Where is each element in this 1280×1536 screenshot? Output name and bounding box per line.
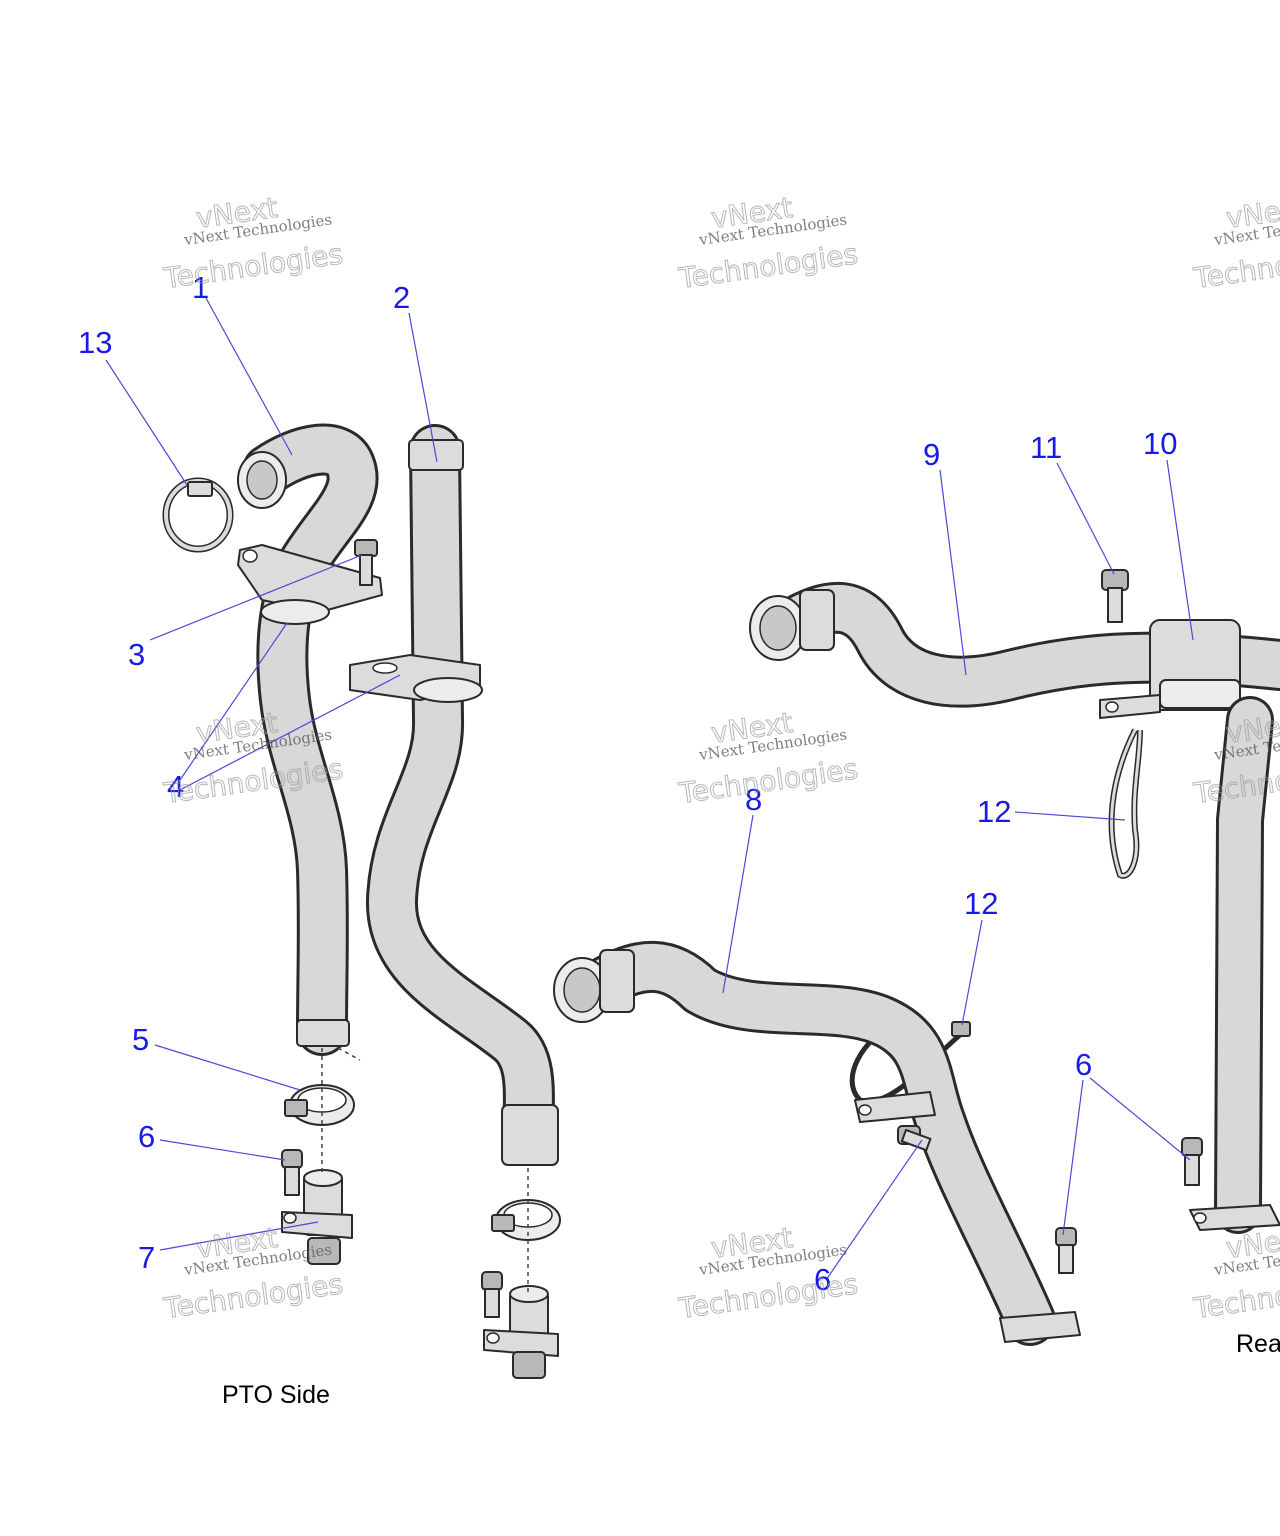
callout-5: 5 [132,1022,149,1057]
callout-7: 7 [138,1240,155,1275]
callout-11: 11 [1030,430,1062,465]
cable-tie-part-12a [1108,728,1143,879]
callout-3: 3 [128,637,145,672]
bolt-part-3 [354,539,378,586]
callout-1: 1 [192,270,209,305]
callout-13: 13 [78,325,112,360]
watermark-5: vNext vNext Technologies Technologies [676,705,861,810]
hose-part-right-vertical [1189,696,1280,1234]
callout-6c: 6 [814,1262,831,1297]
bolt-part-6b [481,1271,503,1318]
bolt-part-11 [1101,569,1129,623]
fitting-part-7b [483,1285,559,1379]
watermark-3: vNext vNext Technologies Technologies [1191,190,1280,295]
bolt-part-6a [281,1149,303,1196]
callout-2: 2 [393,280,410,315]
bolt-part-6d [1055,1227,1077,1274]
bolt-part-6c [897,1125,932,1152]
callout-4: 4 [167,769,184,804]
view-label-rear: Rea [1236,1330,1280,1358]
callout-12a: 12 [977,794,1011,829]
fitting-part-7 [281,1169,353,1265]
clamp-part-5 [284,1084,355,1126]
bracket-part-4-upper [237,544,383,625]
watermark-7: vNext vNext Technologies Technologies [161,1220,346,1325]
housing-part-10 [1099,619,1241,719]
hose-part-1 [237,423,379,1056]
bolt-part-6e [1181,1137,1203,1186]
leader-lines [105,297,1194,1281]
hose-part-2 [366,424,559,1166]
hose-part-9 [749,581,1280,708]
callout-9: 9 [923,437,940,472]
clamp-part-13 [162,477,234,553]
callout-6a: 6 [138,1119,155,1154]
callout-10: 10 [1143,426,1177,461]
watermark-1: vNext vNext Technologies Technologies [161,190,346,295]
watermark-2: vNext vNext Technologies Technologies [676,190,861,295]
hose-part-8 [553,940,1081,1346]
callouts: 1 2 3 4 5 6 6 6 7 8 9 10 11 12 12 13 [78,270,1177,1297]
callout-12b: 12 [964,886,998,921]
view-label-pto-side: PTO Side [222,1381,330,1409]
clamp-part-5b [491,1199,561,1241]
bracket-part-4-lower [349,654,483,703]
watermark-4: vNext vNext Technologies Technologies [161,705,346,810]
callout-6b: 6 [1075,1047,1092,1082]
callout-8: 8 [745,782,762,817]
